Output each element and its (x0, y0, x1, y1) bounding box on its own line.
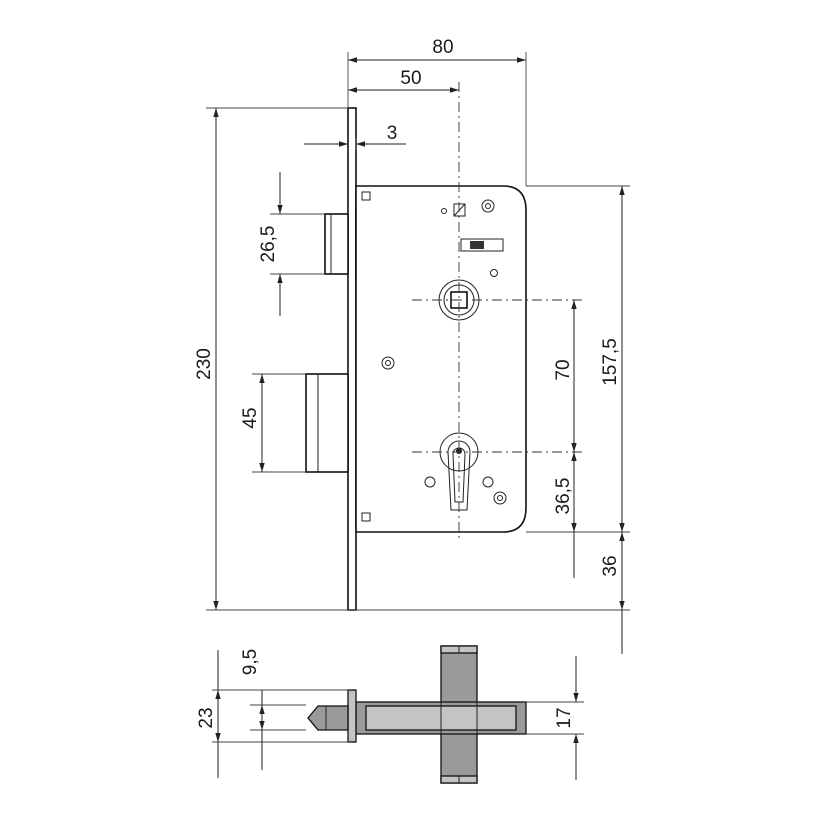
dim-label-157-5: 157,5 (600, 338, 621, 386)
pin (441, 208, 447, 214)
pin-block (453, 203, 466, 217)
mount-square-top (361, 191, 371, 201)
dim-label-9-5: 9,5 (240, 649, 261, 675)
dim-label-23: 23 (196, 707, 217, 728)
pin (490, 269, 498, 277)
dim-label-36-5: 36,5 (553, 478, 574, 515)
side-view (307, 645, 527, 784)
screw-icon (493, 491, 507, 505)
screw-icon (381, 356, 395, 370)
dim-label-50: 50 (400, 68, 421, 89)
slide-bar (460, 238, 504, 252)
dim-label-36: 36 (600, 555, 621, 576)
dim-label-45: 45 (240, 407, 261, 428)
dim-label-230: 230 (194, 348, 215, 380)
lock-case (355, 185, 527, 533)
screw-hole (482, 476, 494, 488)
screw-hole (424, 476, 436, 488)
dim-label-17: 17 (554, 707, 575, 728)
dim-label-70: 70 (553, 359, 574, 380)
dim-label-3: 3 (387, 123, 398, 144)
slide-bar-marker (470, 241, 484, 249)
faceplate-edge (347, 689, 357, 743)
dimension-lines (206, 52, 630, 654)
screw-icon (481, 199, 495, 213)
dim-label-26-5: 26,5 (258, 226, 279, 263)
faceplate (347, 107, 357, 611)
deadbolt (305, 373, 349, 473)
front-view (305, 82, 582, 611)
dim-label-80: 80 (432, 37, 453, 58)
mount-square-bottom (361, 512, 371, 522)
latch-tongue (307, 705, 349, 731)
side-dimension-lines (212, 650, 584, 780)
